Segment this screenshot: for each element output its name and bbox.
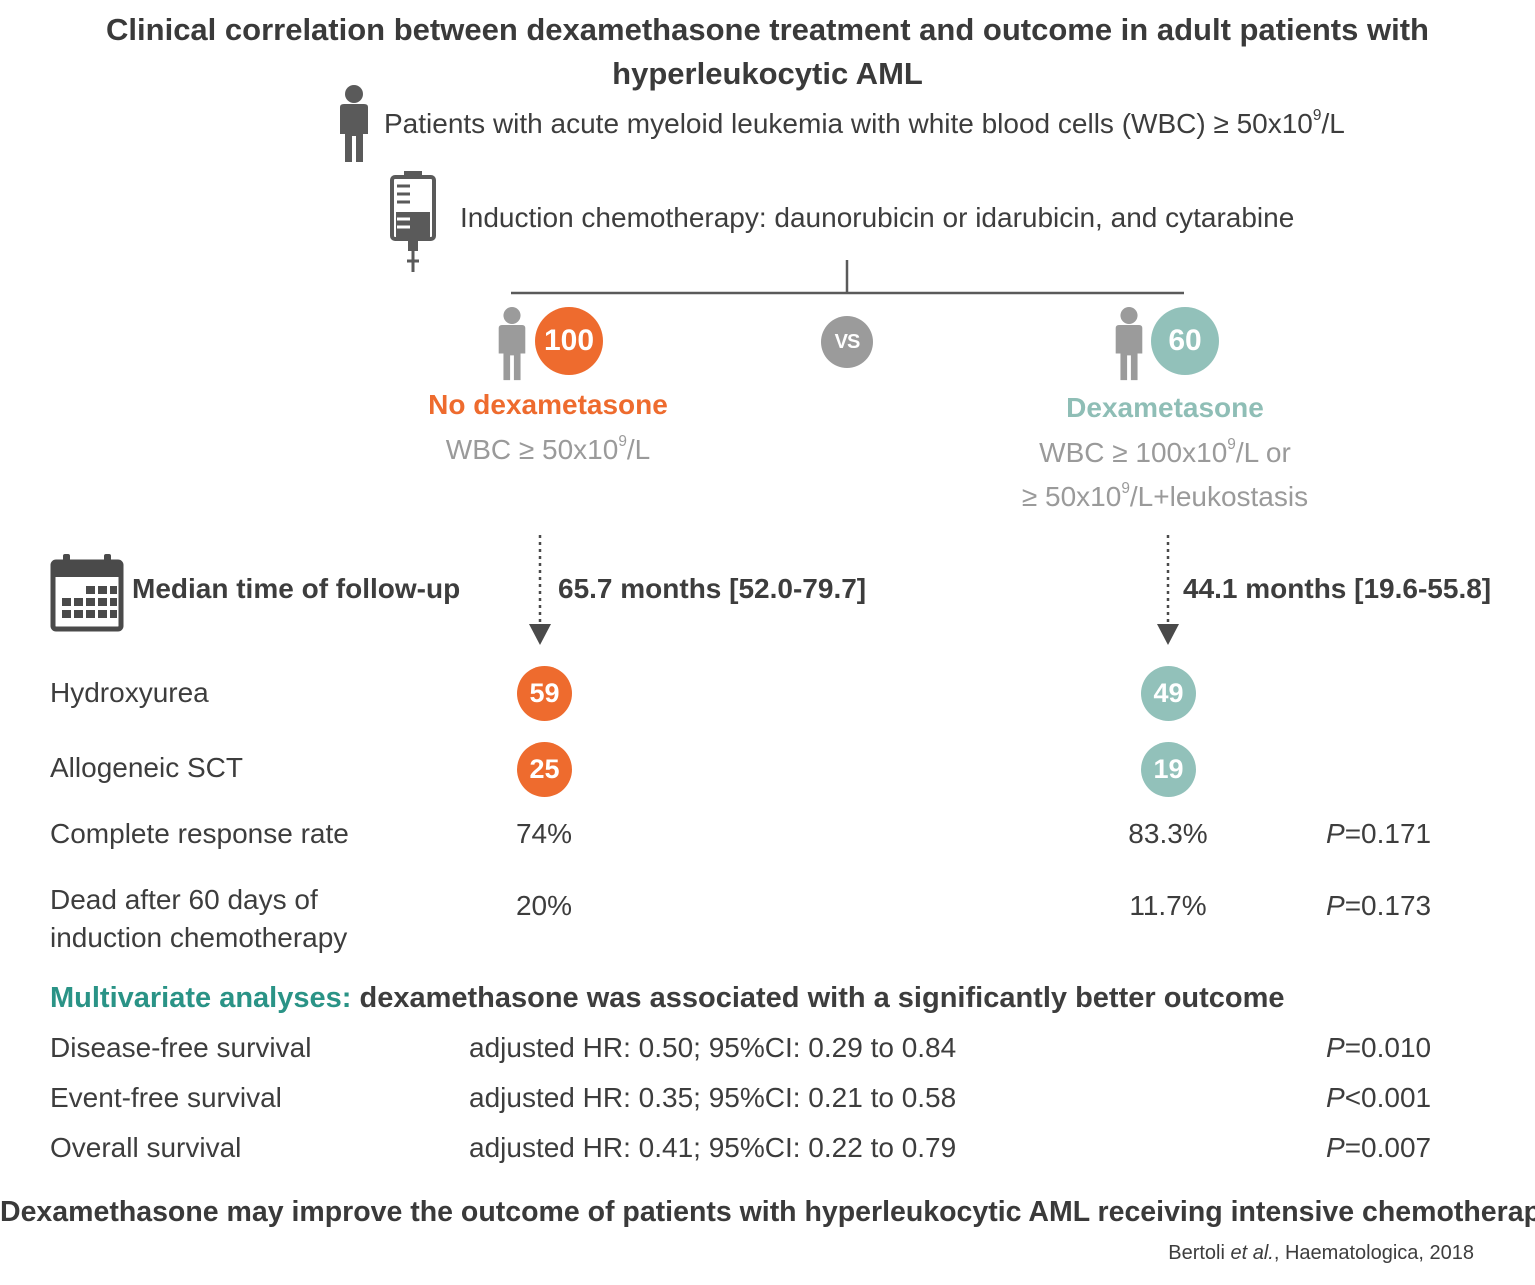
- dex-followup: 44.1 months [19.6-55.8]: [1183, 573, 1492, 604]
- cr-rate-label: Complete response rate: [50, 818, 349, 849]
- no-dex-criteria: WBC ≥ 50x109/L: [445, 432, 651, 465]
- mv-hr-efs: adjusted HR: 0.35; 95%CI: 0.21 to 0.58: [469, 1082, 957, 1113]
- no-dex-cr-rate: 74%: [515, 818, 573, 849]
- dead60-label-line-1: Dead after 60 days of: [50, 884, 318, 915]
- population-text: Patients with acute myeloid leukemia wit…: [384, 106, 1345, 139]
- mv-p-os: P=0.007: [1326, 1132, 1432, 1163]
- iv-bag-icon: [390, 171, 436, 272]
- no-dex-followup: 65.7 months [52.0-79.7]: [558, 573, 867, 604]
- conclusion: Dexamethasone may improve the outcome of…: [0, 1196, 1535, 1228]
- dex-count-badge: 60: [1151, 307, 1219, 375]
- mv-p-dfs: P=0.010: [1326, 1032, 1432, 1063]
- no-dex-label: No dexametasone: [428, 389, 668, 420]
- dex-criteria-line-1: WBC ≥ 100x109/L or: [1039, 435, 1291, 468]
- split-connector: [511, 260, 1184, 295]
- person-icon: [340, 85, 368, 162]
- title-line-2: hyperleukocytic AML: [612, 56, 923, 91]
- dex-criteria-line-2: ≥ 50x109/L+leukostasis: [1021, 479, 1309, 512]
- no-dex-count-badge: 100: [535, 307, 603, 375]
- mv-label-os: Overall survival: [50, 1132, 242, 1163]
- citation: Bertoli et al., Haematologica, 2018: [1168, 1242, 1474, 1264]
- no-dex-arrow: [529, 535, 551, 645]
- dex-allo-sct-badge: 19: [1141, 742, 1196, 797]
- mv-label-dfs: Disease-free survival: [50, 1032, 312, 1063]
- dex-dead60: 11.7%: [1129, 890, 1207, 921]
- dex-arrow: [1157, 535, 1179, 645]
- no-dex-dead60: 20%: [515, 890, 573, 921]
- dex-hydroxyurea-badge: 49: [1141, 666, 1196, 721]
- dead60-p-value: P=0.173: [1326, 890, 1432, 921]
- calendar-icon: [50, 554, 124, 632]
- mv-hr-dfs: adjusted HR: 0.50; 95%CI: 0.29 to 0.84: [469, 1032, 957, 1063]
- vs-badge: VS: [821, 316, 873, 368]
- followup-label: Median time of follow-up: [132, 573, 461, 604]
- dex-cr-rate: 83.3%: [1128, 818, 1208, 849]
- hydroxyurea-label: Hydroxyurea: [50, 677, 209, 708]
- title-line-1: Clinical correlation between dexamethaso…: [106, 12, 1429, 47]
- dex-label: Dexametasone: [1066, 392, 1264, 423]
- person-icon-no-dex: [498, 306, 526, 381]
- induction-text: Induction chemotherapy: daunorubicin or …: [460, 202, 1295, 233]
- multivariate-heading: Multivariate analyses: dexamethasone was…: [50, 982, 1285, 1014]
- person-icon-dex: [1115, 306, 1143, 381]
- allo-sct-label: Allogeneic SCT: [50, 752, 243, 783]
- mv-hr-os: adjusted HR: 0.41; 95%CI: 0.22 to 0.79: [469, 1132, 957, 1163]
- no-dex-hydroxyurea-badge: 59: [517, 666, 572, 721]
- mv-p-efs: P<0.001: [1326, 1082, 1432, 1113]
- mv-label-efs: Event-free survival: [50, 1082, 282, 1113]
- dead60-label-line-2: induction chemotherapy: [50, 922, 348, 953]
- no-dex-allo-sct-badge: 25: [517, 742, 572, 797]
- cr-p-value: P=0.171: [1326, 818, 1432, 849]
